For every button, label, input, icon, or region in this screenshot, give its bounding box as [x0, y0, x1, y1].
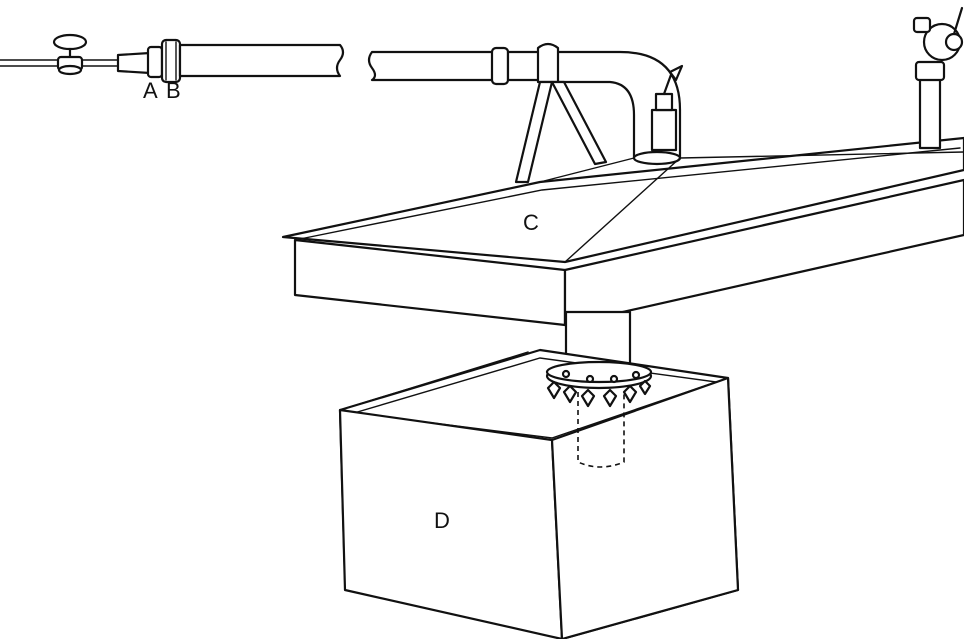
tray [281, 136, 964, 327]
union-coupling [146, 38, 182, 84]
label-d: D [434, 508, 450, 533]
pipe-collar [490, 46, 542, 86]
label-c: C [523, 210, 539, 235]
submerged-outlet [577, 392, 625, 468]
label-b: B [166, 78, 181, 103]
bleed-valve [650, 64, 684, 152]
supply-pipe-left [178, 43, 345, 78]
stop-valve [52, 33, 88, 76]
tank [338, 348, 740, 639]
vent-pipe [912, 6, 964, 150]
elbow-pipe [538, 50, 682, 166]
label-a: A [143, 78, 158, 103]
support-bracket [514, 42, 608, 184]
outlet-flange [545, 360, 653, 408]
supply-pipe-right [367, 50, 497, 82]
